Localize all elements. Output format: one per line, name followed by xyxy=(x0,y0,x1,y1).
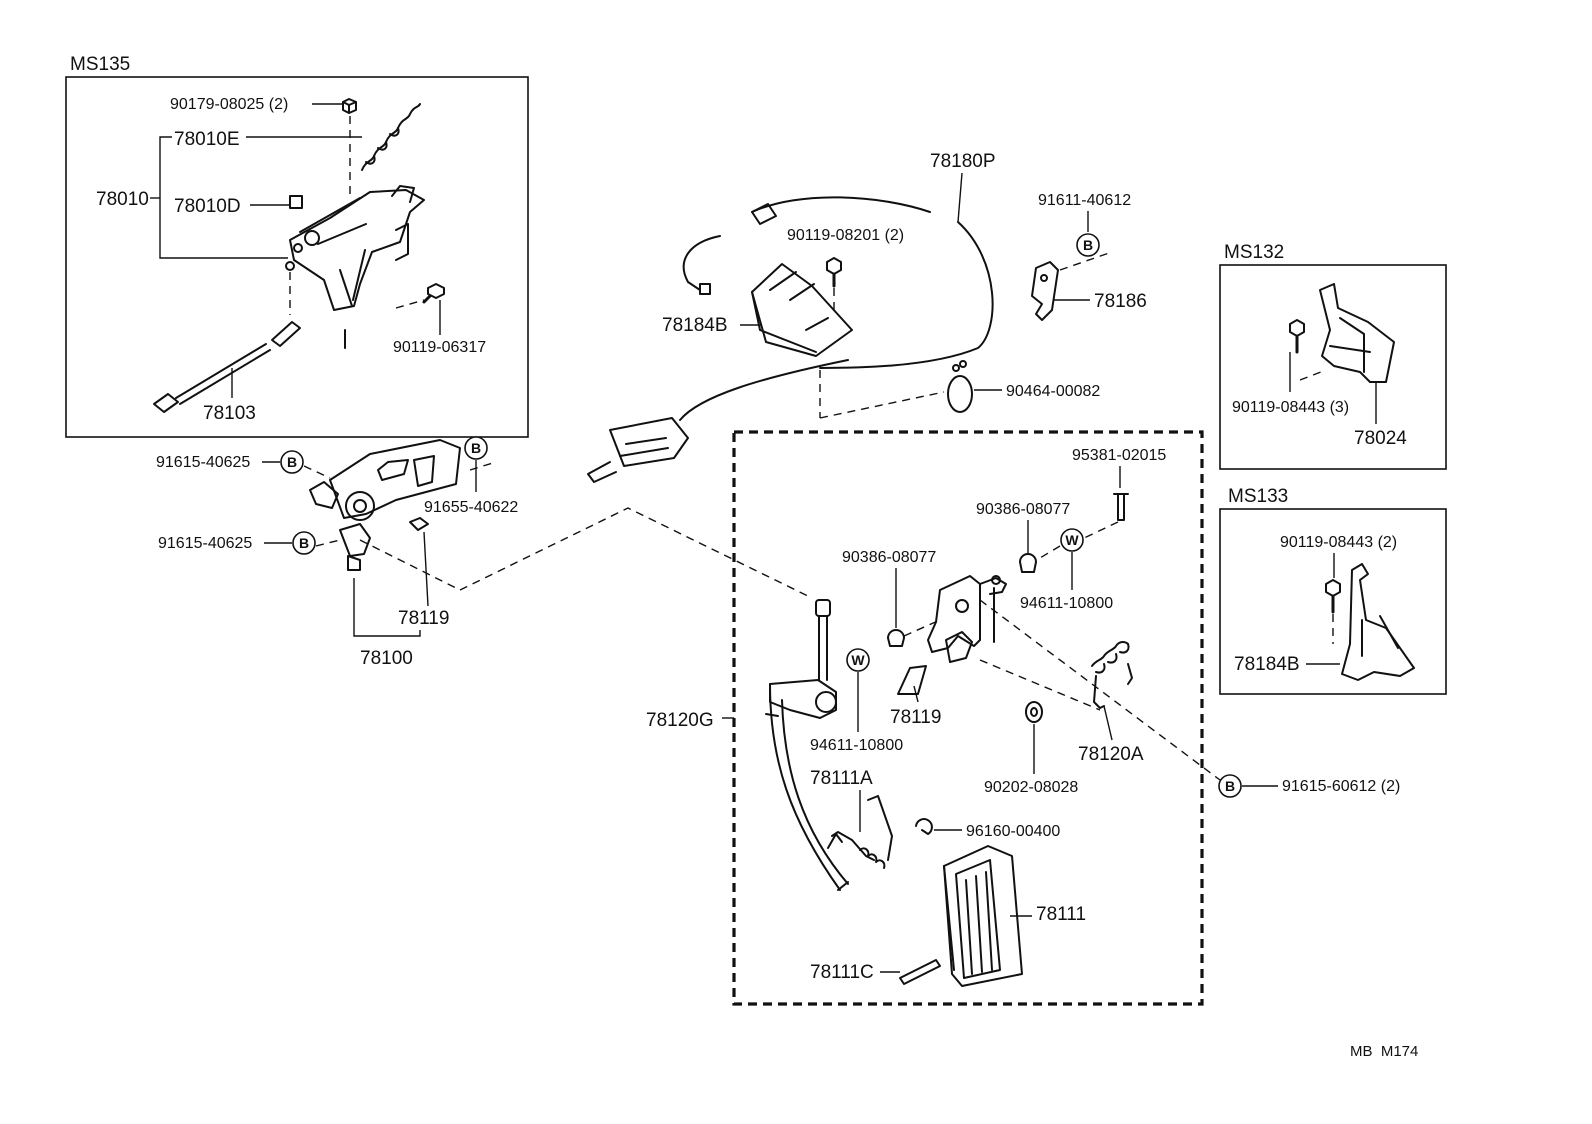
pedal-assembly-section: 78120G 95381-02015 90386-08077 W 94611-1… xyxy=(646,430,1221,1006)
label-91655-40622: 91655-40622 xyxy=(424,499,518,516)
label-90119-08201: 90119-08201 (2) xyxy=(787,227,904,244)
bracket-78184B-group: 78184B xyxy=(662,263,853,357)
washer-icon xyxy=(1025,701,1043,723)
label-90386-08077-l: 90386-08077 xyxy=(842,549,936,566)
washer-marker-icon xyxy=(1060,528,1084,552)
label-91615-40625-b: 91615-40625 xyxy=(158,535,252,552)
bolt-marker-label: B xyxy=(1225,778,1235,794)
pedal-arm-icon xyxy=(765,599,849,891)
cable-78180P-group: 78180P xyxy=(587,151,996,483)
bolt-marker-label: B xyxy=(471,440,481,456)
spring-78120A-icon xyxy=(1091,641,1133,709)
ms135-label: MS135 xyxy=(70,54,130,75)
bolt-marker-label: B xyxy=(1083,237,1093,253)
bracket-icon xyxy=(751,263,853,357)
pin-icon xyxy=(899,959,941,985)
pedal-bracket-icon xyxy=(927,575,1007,663)
bolt-icon xyxy=(422,283,445,304)
clip-icon xyxy=(915,818,933,835)
washer-marker-label: W xyxy=(1065,532,1079,548)
nut-icon xyxy=(342,98,357,114)
bolt-91615-60612-group: B 91615-60612 (2) xyxy=(1218,774,1400,798)
diagram-code: MB M174 xyxy=(1350,1043,1418,1060)
ms133-frame xyxy=(1219,508,1447,695)
bolt-marker-icon xyxy=(280,450,304,474)
link-78100-group: 91615-40625 B B 91655-40622 91615-40625 … xyxy=(156,436,518,669)
ms132-section: MS132 90119-08443 (3) 78024 xyxy=(1219,242,1447,470)
label-90119-06317: 90119-06317 xyxy=(393,339,486,356)
label-90464-00082: 90464-00082 xyxy=(1006,383,1100,400)
label-78010: 78010 xyxy=(96,189,149,210)
label-95381-02015: 95381-02015 xyxy=(1072,447,1166,464)
part-78186-group: 91611-40612 B 78186 xyxy=(1031,192,1147,321)
label-78111: 78111 xyxy=(1036,904,1086,925)
block-icon xyxy=(289,195,303,209)
label-96160-00400: 96160-00400 xyxy=(966,823,1060,840)
label-78111C: 78111C xyxy=(810,962,874,983)
washer-marker-label: W xyxy=(851,652,865,668)
label-78010E: 78010E xyxy=(174,129,240,150)
label-78024: 78024 xyxy=(1354,428,1407,449)
bolt-marker-icon xyxy=(292,531,316,555)
label-90202-08028: 90202-08028 xyxy=(984,779,1078,796)
pedal-pad-icon xyxy=(943,845,1023,987)
bolt-icon xyxy=(1289,319,1305,354)
label-78103: 78103 xyxy=(203,403,256,424)
bracket-78024-icon xyxy=(1319,283,1395,383)
cotter-pin-icon xyxy=(1113,493,1129,521)
bolt-icon xyxy=(826,257,842,288)
bolt-marker-icon xyxy=(1076,233,1100,257)
accelerator-cable-icon xyxy=(587,196,994,483)
label-91615-40625-a: 91615-40625 xyxy=(156,454,250,471)
label-90386-08077-r: 90386-08077 xyxy=(976,501,1070,518)
label-78100: 78100 xyxy=(360,648,413,669)
lever-assembly-icon xyxy=(285,185,425,349)
label-78111A: 78111A xyxy=(810,768,873,789)
label-90119-08443-3: 90119-08443 (3) xyxy=(1232,399,1349,416)
label-78120G: 78120G xyxy=(646,710,714,731)
label-78184B-main: 78184B xyxy=(662,315,728,336)
ms133-label: MS133 xyxy=(1228,486,1288,507)
bushing-icon xyxy=(887,629,905,647)
label-78120A: 78120A xyxy=(1078,744,1144,765)
bolt-icon xyxy=(1325,579,1341,614)
label-91611-40612: 91611-40612 xyxy=(1038,192,1131,209)
cable-icon xyxy=(153,321,301,413)
label-78119-mid: 78119 xyxy=(890,707,941,728)
spring-icon xyxy=(361,103,421,171)
pad-icon xyxy=(897,665,927,695)
link-bracket-icon xyxy=(309,439,461,571)
label-90179-08025: 90179-08025 (2) xyxy=(170,96,288,113)
label-90119-08443-2: 90119-08443 (2) xyxy=(1280,534,1397,551)
bolt-marker-icon xyxy=(1218,774,1242,798)
ms135-section: MS135 90179-08025 (2) 78010E 78010 78010… xyxy=(65,54,529,438)
ms135-frame xyxy=(65,76,529,438)
ms132-label: MS132 xyxy=(1224,242,1284,263)
spring-78111A-icon xyxy=(827,795,893,869)
bolt-marker-label: B xyxy=(299,535,309,551)
bolt-90119-08201-group: 90119-08201 (2) xyxy=(787,227,904,312)
label-78184B-ms133: 78184B xyxy=(1234,654,1300,675)
bolt-marker-label: B xyxy=(287,454,297,470)
clamp-icon xyxy=(947,360,973,413)
ms132-frame xyxy=(1219,264,1447,470)
label-91615-60612: 91615-60612 (2) xyxy=(1282,778,1400,795)
label-78186: 78186 xyxy=(1094,291,1147,312)
clamp-90464-group: 90464-00082 xyxy=(947,360,1100,413)
washer-marker-icon xyxy=(846,648,870,672)
bolt-marker-icon xyxy=(464,436,488,460)
ms133-section: MS133 90119-08443 (2) 78184B xyxy=(1219,486,1447,695)
label-94611-10800-r: 94611-10800 xyxy=(1020,595,1113,612)
bushing-icon xyxy=(1019,553,1037,573)
label-94611-10800-l: 94611-10800 xyxy=(810,737,903,754)
pad-icon xyxy=(409,517,429,531)
bracket-78184B-ms133-icon xyxy=(1341,563,1415,681)
clip-icon xyxy=(1031,261,1059,321)
label-78180P: 78180P xyxy=(930,151,996,172)
connector-line xyxy=(459,507,813,599)
label-78119-left: 78119 xyxy=(398,608,449,629)
label-78010D: 78010D xyxy=(174,196,241,217)
